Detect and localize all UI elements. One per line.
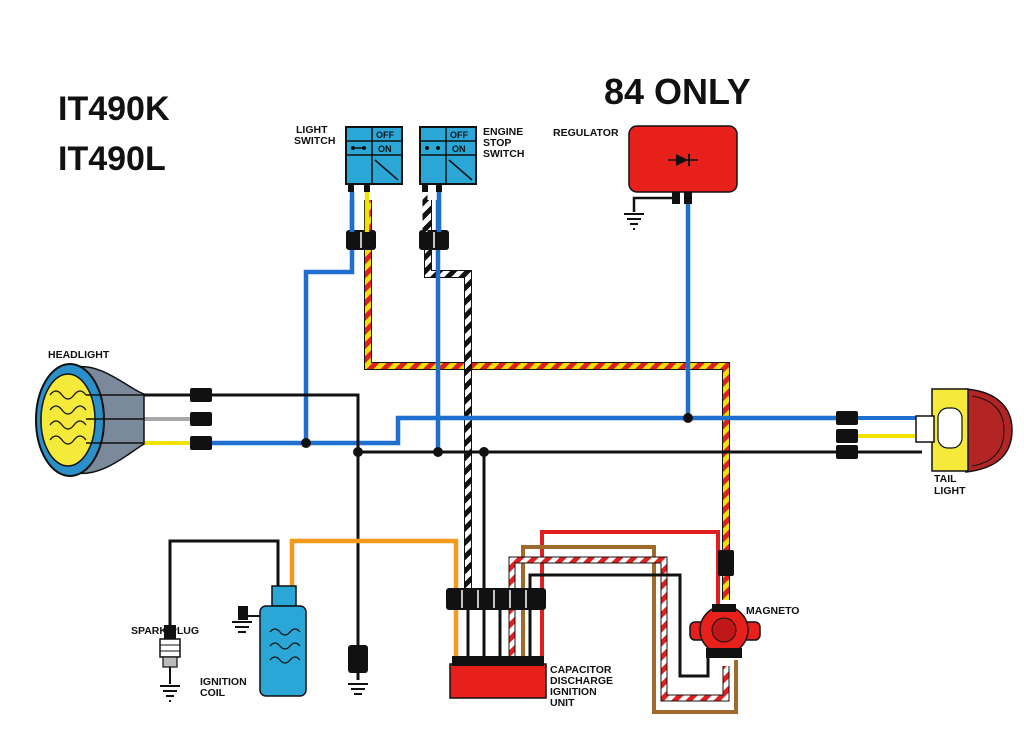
engine-stop-label-3: SWITCH (483, 148, 524, 160)
year-note: 84 ONLY (604, 71, 751, 112)
engine-stop-label-2: STOP (483, 137, 511, 149)
cdi-input-wires (466, 600, 502, 664)
wire-blue-light-switch (303, 200, 355, 442)
wire-orange-coil (289, 538, 459, 660)
wire-black-white (424, 200, 472, 592)
connectors (190, 230, 858, 673)
magneto (689, 604, 761, 658)
ignition-coil (238, 585, 307, 697)
spark-plug-label: SPARK PLUG (131, 625, 199, 637)
wire-red-white-fill (509, 557, 729, 701)
model-title-1: IT490K (58, 90, 170, 128)
junction-dots (301, 413, 693, 457)
engine-stop-off: OFF (450, 130, 468, 140)
tail-light-label-1: TAIL (934, 473, 957, 485)
light-switch-label-2: SWITCH (294, 135, 335, 147)
engine-stop-label-1: ENGINE (483, 126, 523, 138)
magneto-label: MAGNETO (746, 605, 799, 617)
cdi-label-1: CAPACITOR (550, 664, 612, 676)
regulator-ground-icon (624, 213, 644, 230)
headlight-label: HEADLIGHT (48, 349, 110, 361)
cdi-label-4: UNIT (550, 697, 575, 709)
headlight (35, 363, 145, 477)
cdi-label-2: DISCHARGE (550, 675, 613, 687)
light-switch-label-1: LIGHT (296, 124, 328, 136)
model-title-2: IT490L (58, 140, 166, 178)
engine-stop-switch: OFF ON (419, 126, 477, 192)
wire-red-yellow-fill (365, 200, 729, 600)
light-switch-off: OFF (376, 130, 394, 140)
regulator-label: REGULATOR (553, 127, 619, 139)
wire-black-regulator-ground (632, 196, 676, 212)
wire-black-headlight (208, 393, 360, 680)
tail-light (915, 388, 1013, 473)
wire-red-cdi-magneto (540, 530, 720, 660)
tail-light-label-2: LIGHT (934, 485, 966, 497)
ignition-coil-label-2: COIL (200, 687, 226, 699)
wire-black-cdi-magneto (528, 573, 710, 678)
cdi-unit (449, 656, 547, 699)
regulator (628, 125, 738, 204)
cdi-label-3: IGNITION (550, 686, 597, 698)
light-switch: OFF ON (345, 126, 403, 192)
spark-plug (159, 625, 181, 684)
wire-brown-cdi-magneto (521, 545, 738, 714)
wire-black-white-fill (425, 200, 471, 592)
frame-ground-icon (348, 683, 368, 695)
light-switch-on: ON (378, 144, 392, 154)
coil-ground-icon (232, 621, 252, 633)
wire-black-spark-plug (168, 539, 280, 625)
connector-dividers (360, 232, 527, 608)
engine-stop-on: ON (452, 144, 466, 154)
spark-plug-ground-icon (160, 685, 180, 702)
ignition-coil-label-1: IGNITION (200, 676, 247, 688)
